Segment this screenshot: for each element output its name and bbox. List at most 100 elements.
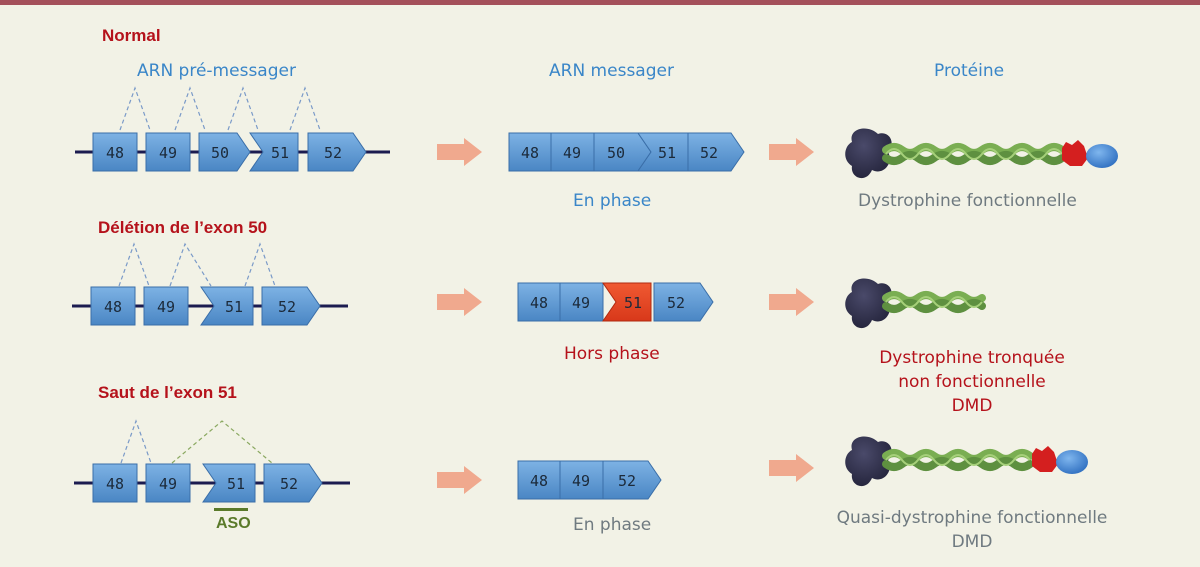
exon-label: 51 — [271, 144, 289, 162]
top-accent-bar — [0, 0, 1200, 5]
process-arrow — [769, 138, 814, 166]
exon-label: 52 — [667, 294, 685, 312]
exon-49 — [145, 463, 191, 503]
splice-line — [174, 86, 206, 131]
protein-label-normal: Dystrophine fonctionnelle — [858, 191, 1077, 211]
exon-49 — [143, 286, 189, 326]
exon-label: 49 — [572, 294, 590, 312]
row-title-deletion: Délétion de l’exon 50 — [98, 218, 268, 237]
protein-quasi — [845, 436, 1088, 487]
aso-bar — [214, 508, 248, 511]
exon-49 — [559, 460, 604, 500]
mrna-status-normal: En phase — [573, 191, 652, 211]
protein-label-deletion-line3: DMD — [951, 396, 993, 416]
mrna-status-deletion: Hors phase — [564, 344, 660, 364]
exon-label: 52 — [280, 475, 298, 493]
exon-label: 48 — [106, 144, 124, 162]
exon-label: 49 — [563, 144, 581, 162]
exon-52 — [602, 460, 662, 500]
protein-label-skip-line2: DMD — [951, 532, 993, 552]
protein-label-deletion-line1: Dystrophine tronquée — [879, 348, 1065, 368]
exon-label: 49 — [572, 472, 590, 490]
skip-splice-line — [171, 420, 273, 464]
exon-52 — [261, 286, 321, 326]
exon-label: 49 — [159, 475, 177, 493]
process-arrow — [437, 288, 482, 316]
splice-line — [169, 242, 212, 287]
exon-49 — [559, 282, 604, 322]
pre-mrna-deletion: 48 49 51 52 — [72, 242, 348, 326]
process-arrow — [437, 138, 482, 166]
pre-mrna-skip: 48 49 51 52 — [74, 419, 350, 511]
actin-binding-domain — [845, 436, 892, 487]
splice-line — [118, 242, 150, 287]
exon-51-out-of-frame — [602, 282, 652, 322]
protein-label-skip: Quasi-dystrophine fonctionnelle DMD — [828, 506, 1116, 554]
exon-label: 50 — [607, 144, 625, 162]
splice-line — [227, 86, 259, 131]
exon-label: 52 — [278, 298, 296, 316]
exon-label: 51 — [658, 144, 676, 162]
protein-label-deletion: Dystrophine tronquée non fonctionnelle D… — [862, 346, 1082, 418]
exon-51 — [249, 132, 299, 172]
exon-48 — [92, 463, 138, 503]
exon-51 — [200, 286, 254, 326]
exon-label: 50 — [211, 144, 229, 162]
exon-label: 52 — [618, 472, 636, 490]
splice-line — [244, 242, 276, 287]
process-arrow — [769, 454, 814, 482]
protein-label-deletion-line2: non fonctionnelle — [898, 372, 1046, 392]
header-protein: Protéine — [934, 61, 1005, 81]
process-arrow — [769, 288, 814, 316]
actin-binding-domain — [845, 278, 892, 329]
protein-label-skip-line1: Quasi-dystrophine fonctionnelle — [836, 508, 1108, 528]
exon-label: 52 — [700, 144, 718, 162]
exon-48 — [92, 132, 138, 172]
exon-label: 48 — [521, 144, 539, 162]
mrna-skip: 48 49 52 — [517, 460, 662, 500]
protein-truncated — [845, 278, 986, 329]
exon-label: 52 — [324, 144, 342, 162]
exon-49 — [145, 132, 191, 172]
pre-mrna-normal: 48 49 50 51 52 — [75, 86, 390, 172]
exon-label: 49 — [159, 144, 177, 162]
exon-48 — [508, 132, 552, 172]
exon-label: 51 — [225, 298, 243, 316]
exon-48 — [517, 460, 561, 500]
row-title-normal: Normal — [102, 26, 161, 45]
c-terminal-domain — [1056, 450, 1088, 474]
exon-label: 51 — [624, 294, 642, 312]
mrna-deletion: 48 49 51 52 — [517, 282, 714, 322]
exon-49 — [550, 132, 595, 172]
exon-48 — [90, 286, 136, 326]
rod-domain-truncated — [882, 291, 986, 313]
exon-label: 49 — [157, 298, 175, 316]
exon-label: 51 — [227, 475, 245, 493]
header-pre-mrna: ARN pré-messager — [137, 61, 296, 81]
exon-52 — [653, 282, 714, 322]
mrna-status-skip: En phase — [573, 515, 652, 535]
protein-full-normal — [845, 128, 1118, 179]
mrna-normal: 48 49 50 51 52 — [508, 132, 745, 172]
exon-51-skipped — [202, 463, 256, 503]
exon-52 — [263, 463, 323, 503]
c-terminal-domain — [1086, 144, 1118, 168]
exon-50 — [198, 132, 251, 172]
exon-52 — [307, 132, 367, 172]
row-title-skip: Saut de l’exon 51 — [98, 383, 237, 402]
exon-label: 48 — [106, 475, 124, 493]
exon-label: 48 — [104, 298, 122, 316]
splice-line — [120, 419, 152, 464]
cys-rich-domain — [1062, 140, 1088, 166]
exon-48 — [517, 282, 561, 322]
actin-binding-domain — [845, 128, 892, 179]
exon-label: 48 — [530, 472, 548, 490]
cys-rich-domain — [1032, 446, 1058, 472]
rod-domain — [882, 143, 1066, 165]
exon-51 — [637, 132, 689, 172]
splice-line — [119, 86, 151, 131]
exon-label: 48 — [530, 294, 548, 312]
splice-line — [289, 86, 321, 131]
